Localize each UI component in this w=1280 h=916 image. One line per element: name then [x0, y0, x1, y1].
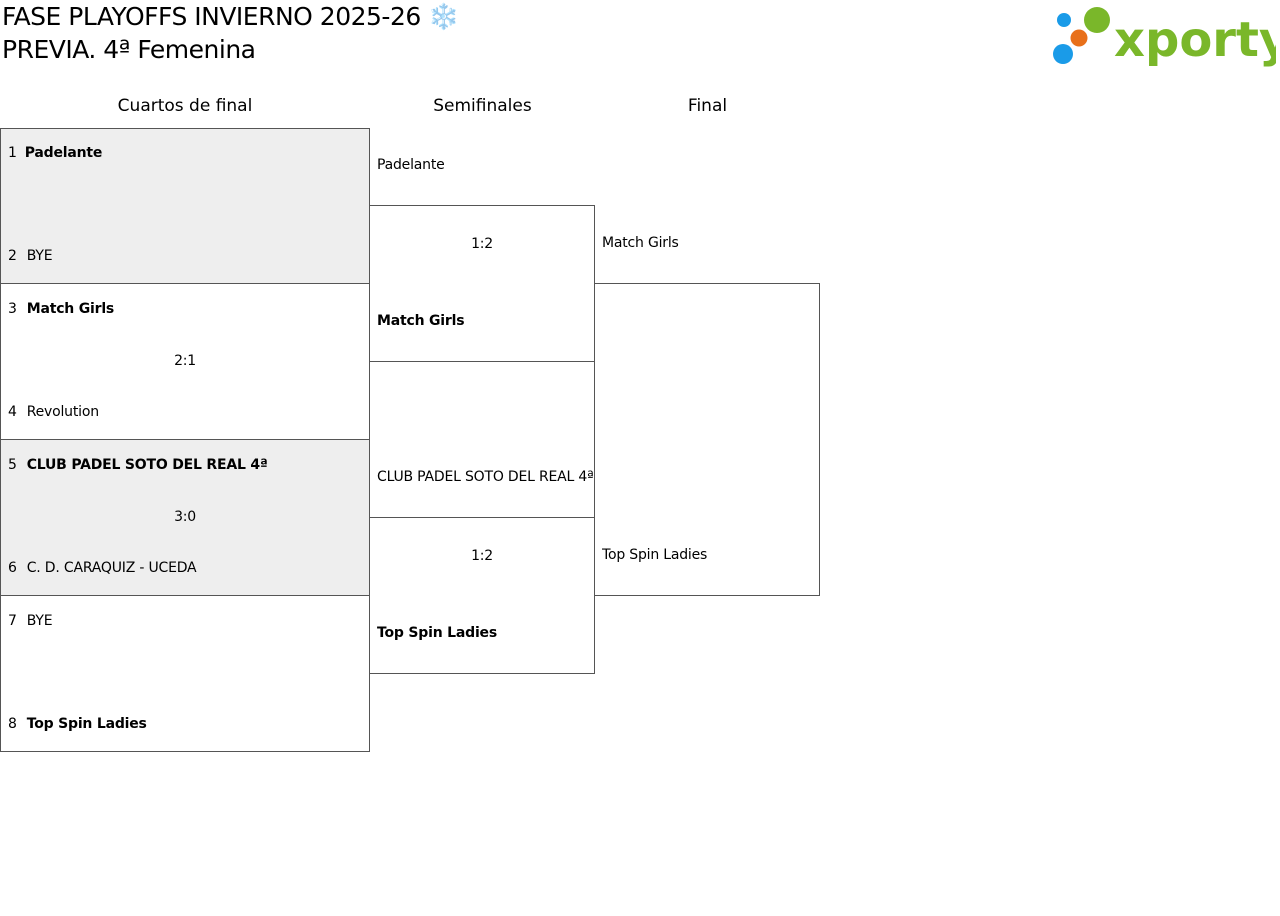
logo-wordmark: xporty: [1114, 12, 1276, 68]
final-match[interactable]: [594, 283, 820, 596]
seed-number: 5: [8, 457, 17, 473]
sf1-score: 1:2: [471, 236, 493, 252]
quarterfinal-match-2[interactable]: [0, 283, 370, 440]
team-name: Padelante: [24, 145, 103, 161]
team-name: Top Spin Ladies: [26, 716, 147, 732]
qf3-team-top[interactable]: 5 CLUB PADEL SOTO DEL REAL 4ª: [8, 457, 363, 473]
xporty-logo[interactable]: xporty: [1050, 4, 1276, 68]
quarterfinal-match-4[interactable]: [0, 595, 370, 752]
qf4-team-top[interactable]: 7 BYE: [8, 613, 363, 629]
sf2-team-bottom[interactable]: Top Spin Ladies: [377, 625, 497, 641]
sf2-team-top[interactable]: CLUB PADEL SOTO DEL REAL 4ª: [377, 469, 594, 485]
page-subtitle: PREVIA. 4ª Femenina: [2, 35, 256, 64]
sf2-score: 1:2: [471, 548, 493, 564]
round-header-final: Final: [687, 96, 728, 116]
qf3-team-bottom[interactable]: 6 C. D. CARAQUIZ - UCEDA: [8, 560, 363, 576]
round-header-semifinals: Semifinales: [433, 96, 532, 116]
team-name: C. D. CARAQUIZ - UCEDA: [26, 560, 197, 576]
seed-number: 2: [8, 248, 17, 264]
semifinal-match-2[interactable]: [369, 517, 595, 674]
sf1-team-bottom[interactable]: Match Girls: [377, 313, 465, 329]
qf1-team-bottom[interactable]: 2 BYE: [8, 248, 363, 264]
quarterfinal-match-1[interactable]: [0, 128, 370, 284]
logo-dot-orange: [1070, 29, 1088, 47]
qf4-team-bottom[interactable]: 8 Top Spin Ladies: [8, 716, 363, 732]
seed-number: 4: [8, 404, 17, 420]
logo-dot-green: [1084, 7, 1110, 33]
qf1-team-top[interactable]: 1 Padelante: [8, 145, 363, 161]
logo-dot-blue-small: [1057, 13, 1071, 27]
team-name: BYE: [26, 248, 53, 264]
seed-number: 6: [8, 560, 17, 576]
qf3-score: 3:0: [174, 509, 196, 525]
qf2-score: 2:1: [174, 353, 196, 369]
sf1-team-top[interactable]: Padelante: [377, 157, 445, 173]
seed-number: 3: [8, 301, 17, 317]
final-team-top[interactable]: Match Girls: [602, 235, 679, 251]
team-name: Revolution: [26, 404, 99, 420]
seed-number: 7: [8, 613, 17, 629]
round-header-quarterfinals: Cuartos de final: [117, 96, 253, 116]
logo-dot-blue-large: [1053, 44, 1073, 64]
semifinal-match-1[interactable]: [369, 205, 595, 362]
qf2-team-top[interactable]: 3 Match Girls: [8, 301, 363, 317]
page-title: FASE PLAYOFFS INVIERNO 2025-26 ❄️: [2, 2, 459, 31]
seed-number: 1: [8, 145, 17, 161]
team-name: CLUB PADEL SOTO DEL REAL 4ª: [26, 457, 268, 473]
qf2-team-bottom[interactable]: 4 Revolution: [8, 404, 363, 420]
team-name: Match Girls: [26, 301, 115, 317]
team-name: BYE: [26, 613, 53, 629]
seed-number: 8: [8, 716, 17, 732]
final-team-bottom[interactable]: Top Spin Ladies: [602, 547, 708, 563]
